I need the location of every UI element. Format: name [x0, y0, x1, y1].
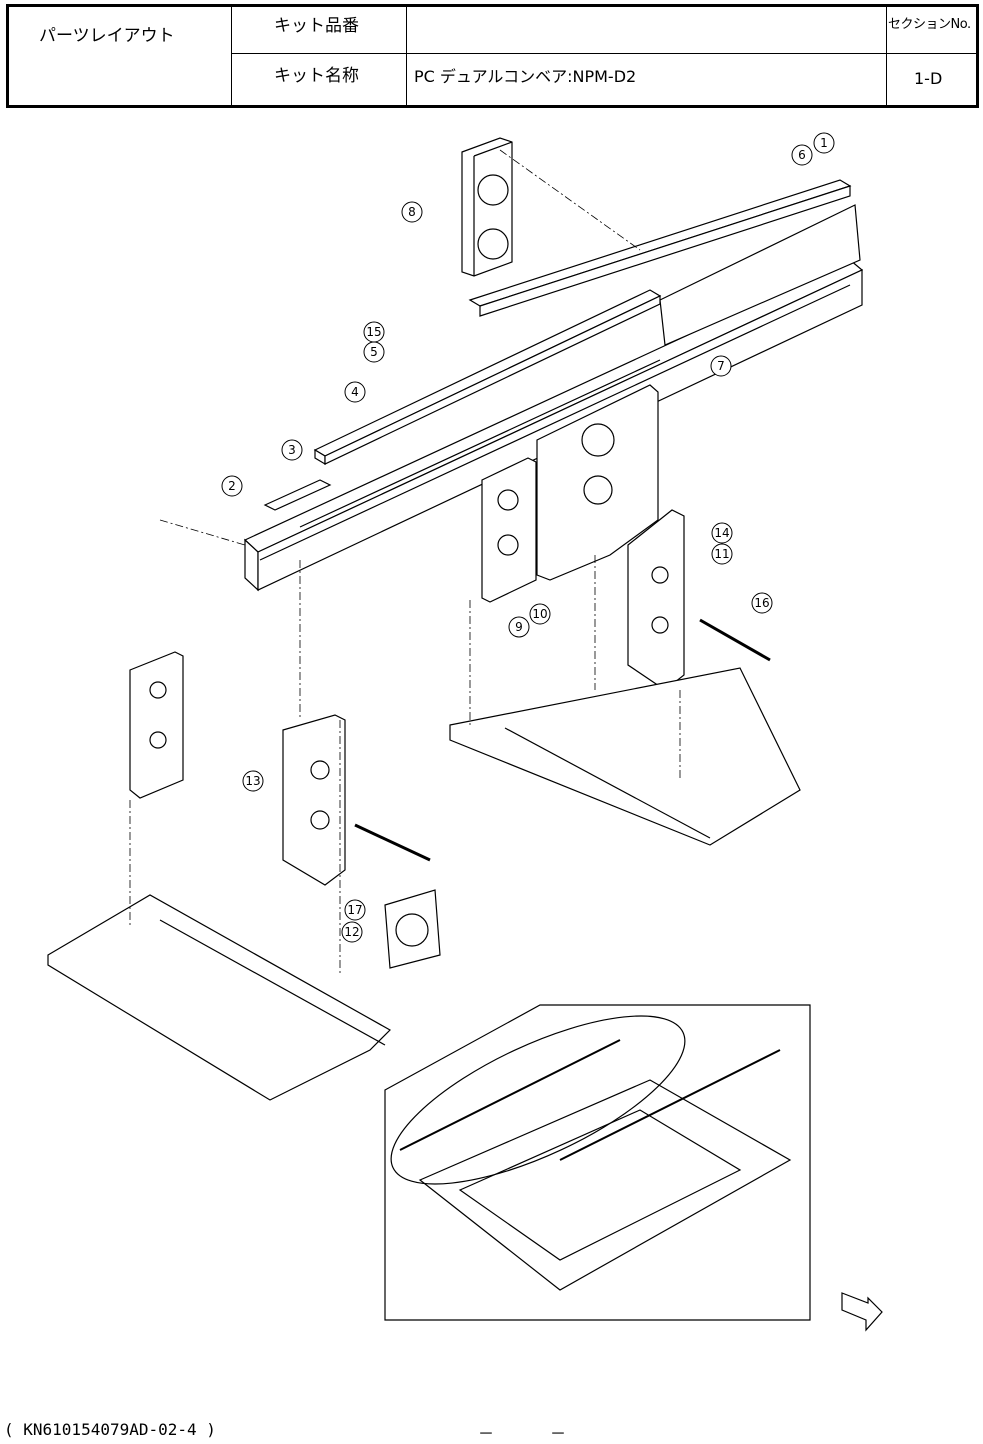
- callout-number: 5: [370, 345, 378, 359]
- callout-number: 2: [228, 479, 236, 493]
- callout-number: 13: [245, 774, 260, 788]
- callout-number: 8: [408, 205, 416, 219]
- callout-number: 14: [714, 526, 729, 540]
- callout-number: 11: [714, 547, 729, 561]
- callout-number: 6: [798, 148, 806, 162]
- callout-number: 7: [717, 359, 725, 373]
- callout-number: 3: [288, 443, 296, 457]
- callout-number: 12: [344, 925, 359, 939]
- callout-number: 9: [515, 620, 523, 634]
- page-dash-left: －: [478, 1420, 494, 1444]
- callout-number: 10: [532, 607, 547, 621]
- document-code: ( KN610154079AD-02-4 ): [4, 1420, 216, 1439]
- callout-number: 16: [754, 596, 769, 610]
- callout-number: 1: [820, 136, 828, 150]
- callout-number: 15: [366, 325, 381, 339]
- page-dash-right: －: [550, 1420, 566, 1444]
- callout-number: 4: [351, 385, 359, 399]
- callout-number: 17: [347, 903, 362, 917]
